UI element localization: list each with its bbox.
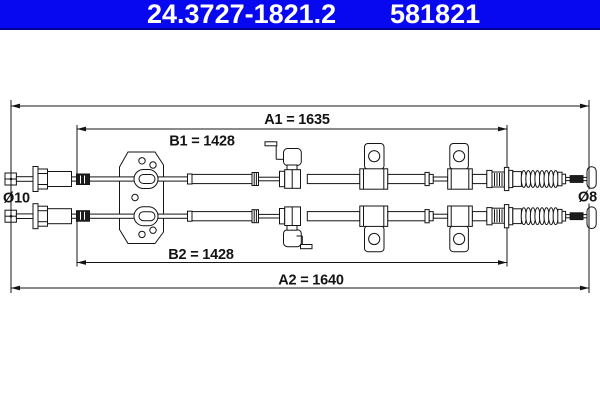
label-diameter-left: Ø10 xyxy=(3,191,30,207)
dimension-lines xyxy=(10,100,590,293)
dimension-labels: A1 = 1635 B1 = 1428 B2 = 1428 A2 = 1640 … xyxy=(3,112,600,289)
label-a2: A2 = 1640 xyxy=(278,273,344,289)
equalizer-plate xyxy=(119,151,164,244)
header-bar: 24.3727-1821.2 581821 xyxy=(0,0,600,30)
lower-cable xyxy=(4,203,597,253)
label-a1: A1 = 1635 xyxy=(264,112,330,128)
upper-cable xyxy=(4,141,597,192)
label-b1: B1 = 1428 xyxy=(169,134,235,150)
part-number: 24.3727-1821.2 xyxy=(147,0,337,29)
reference-number: 581821 xyxy=(390,0,481,29)
label-b2: B2 = 1428 xyxy=(168,247,234,263)
label-diameter-right: Ø8 xyxy=(578,190,597,206)
